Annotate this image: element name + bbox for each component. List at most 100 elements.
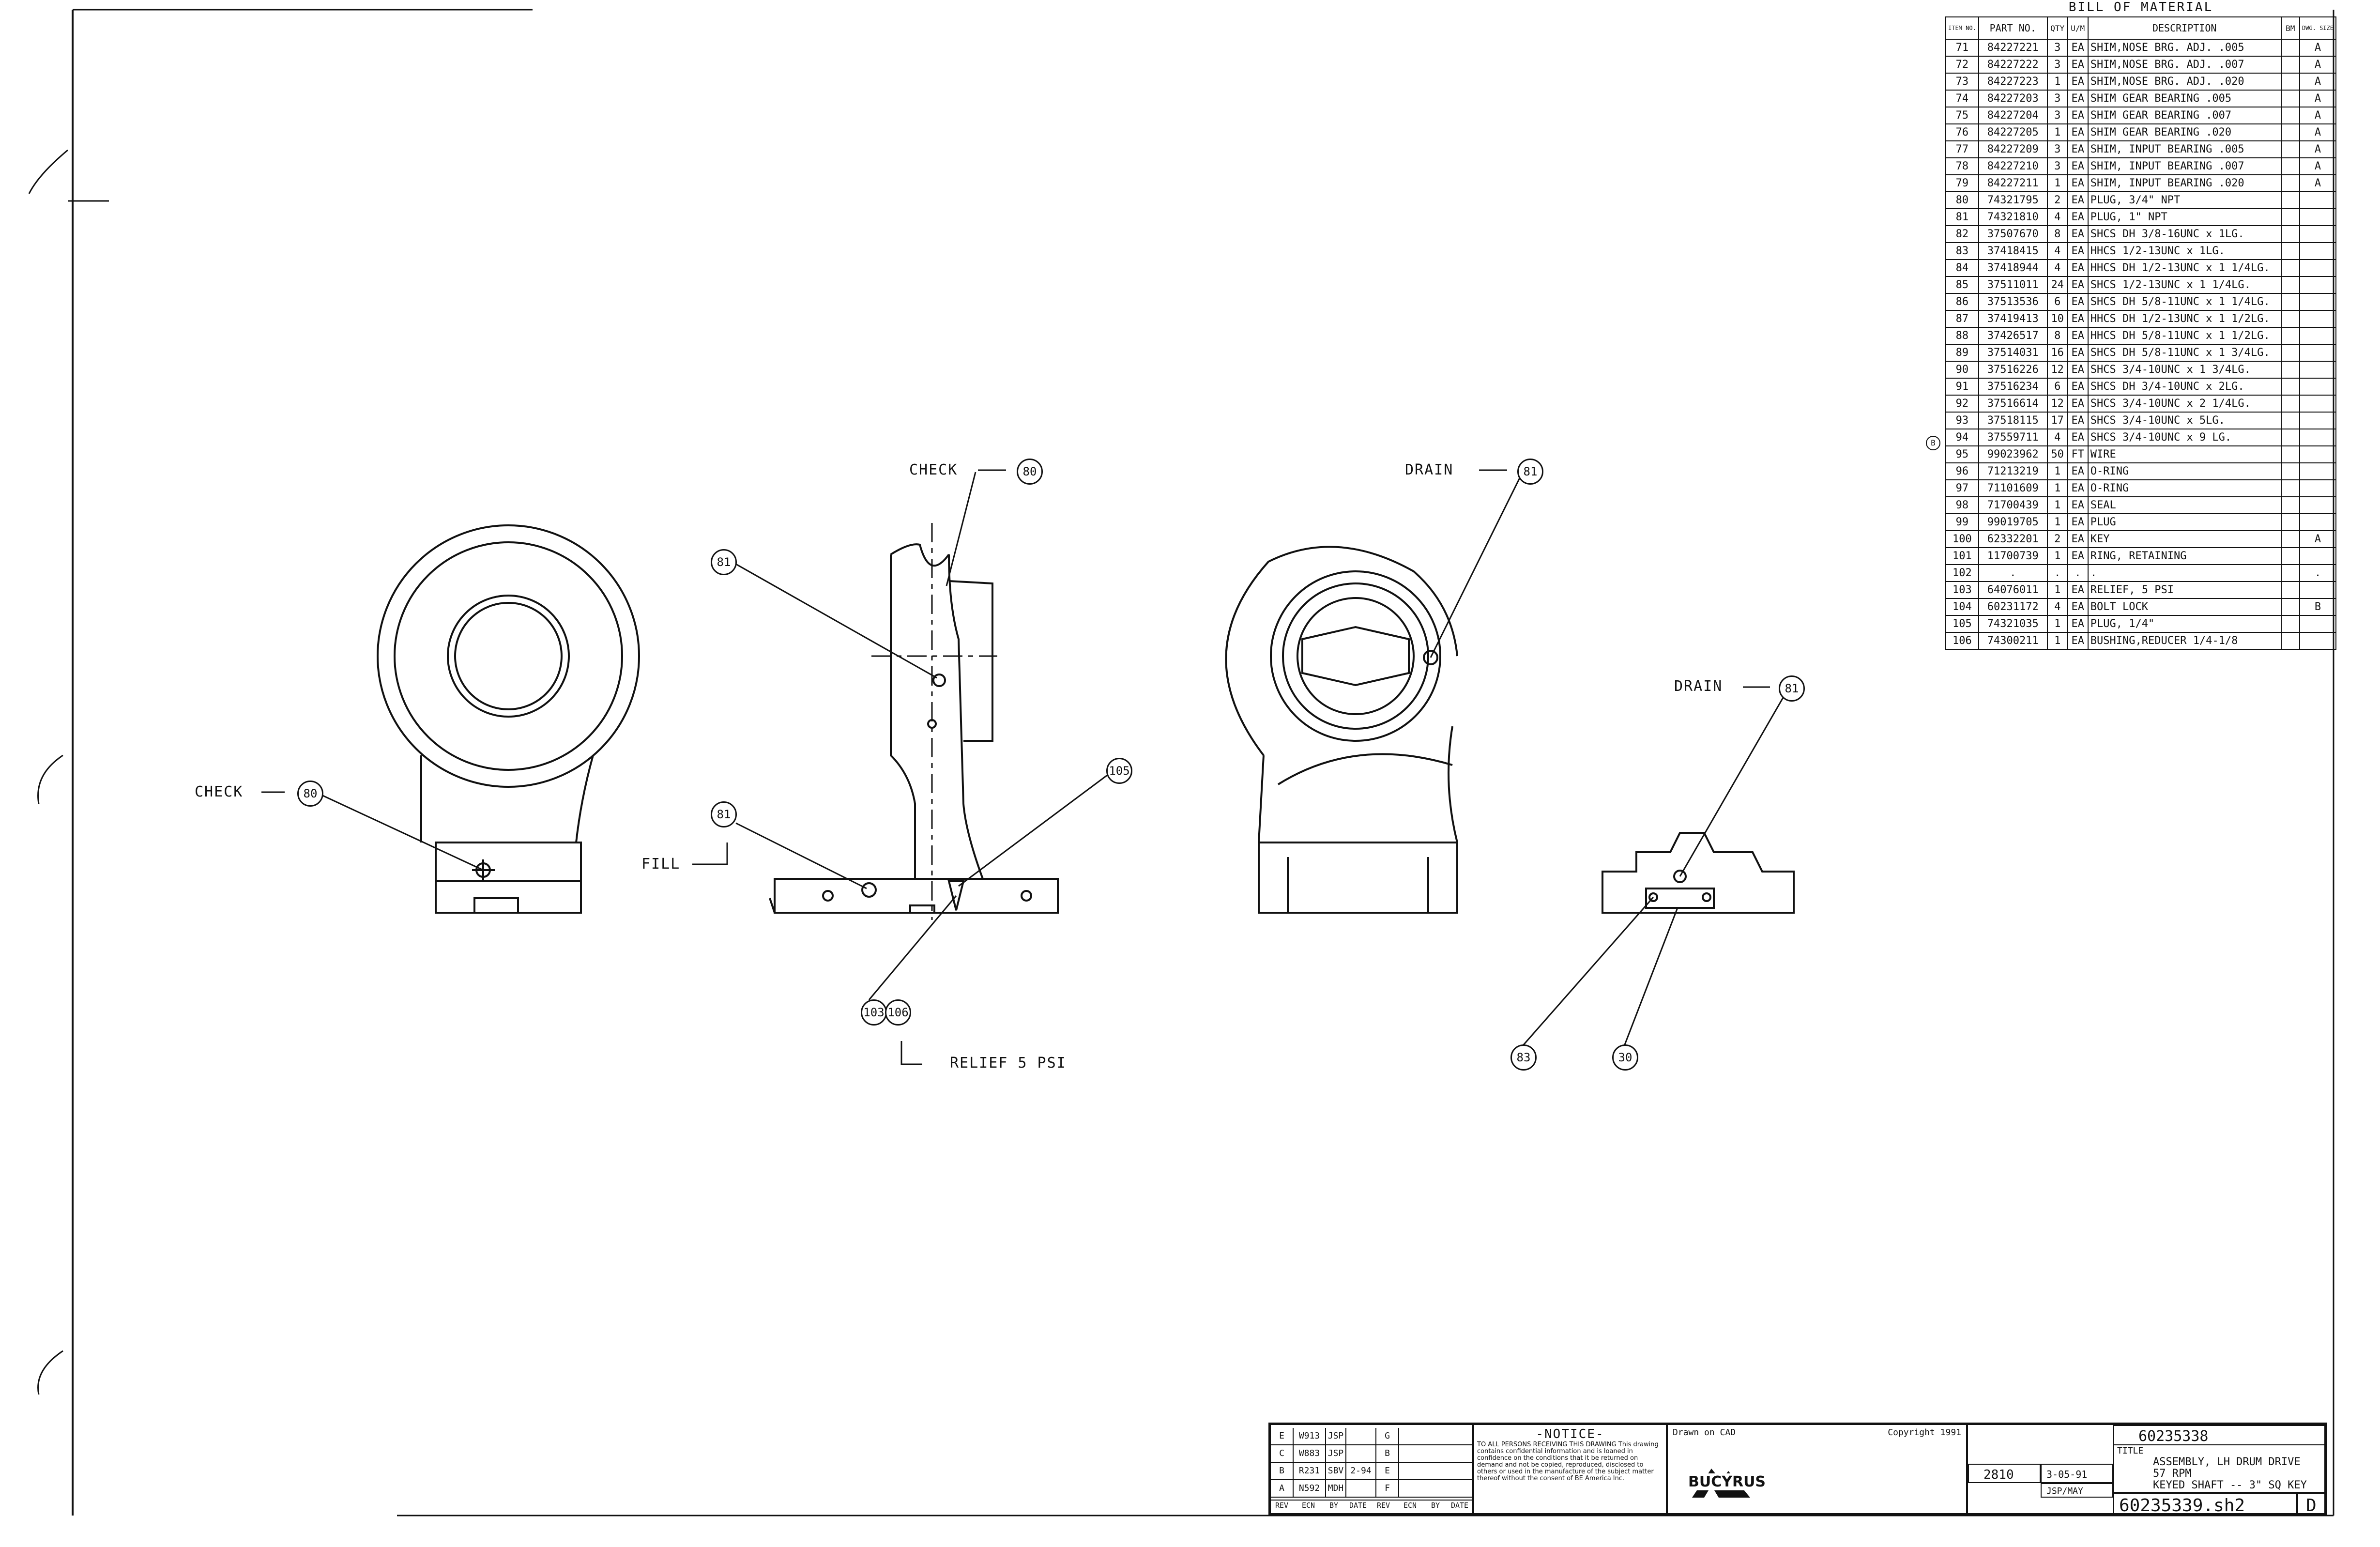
bom-size [2299, 208, 2337, 226]
bom-description: SHCS 1/2-13UNC x 1 1/4LG. [2087, 276, 2282, 294]
drawn-by: JSP/MAY [2046, 1486, 2083, 1496]
bill-of-material: BILL OF MATERIAL ITEM NO. PART NO. QTY U… [1945, 0, 2337, 650]
bom-um: EA [2067, 361, 2089, 379]
bom-description: SHCS DH 3/8-16UNC x 1LG. [2087, 225, 2282, 243]
bom-description: SHIM,NOSE BRG. ADJ. .007 [2087, 56, 2282, 74]
rev-h-by: BY [1329, 1501, 1339, 1510]
bom-description: SHIM GEAR BEARING .020 [2087, 123, 2282, 141]
bom-bm [2280, 107, 2300, 124]
bom-part-no: 11700739 [1978, 547, 2048, 565]
rev-ecn: W913 [1294, 1428, 1326, 1444]
rev-ecn: N592 [1294, 1480, 1326, 1497]
bom-item-no: 93 [1945, 412, 1979, 429]
bom-size [2299, 395, 2337, 413]
bom-part-no: 37516226 [1978, 361, 2048, 379]
rev-h-date2: DATE [1450, 1501, 1469, 1510]
bom-qty: 4 [2046, 208, 2068, 226]
bom-part-no: 74300211 [1978, 632, 2048, 650]
title-label: TITLE [2117, 1446, 2144, 1456]
bom-part-no: 84227211 [1978, 174, 2048, 192]
company-logo-text: BUCYRUS [1687, 1473, 1767, 1490]
bom-item-no: 85 [1945, 276, 1979, 294]
bom-part-no: 84227222 [1978, 56, 2048, 74]
ident-row: 60235338 [2113, 1425, 2324, 1445]
bom-item-no: 79 [1945, 174, 1979, 192]
bom-size: A [2299, 107, 2337, 124]
bom-qty: 8 [2046, 225, 2068, 243]
bom-size [2299, 344, 2337, 362]
bom-bm [2280, 242, 2300, 260]
rev-letter: C [1271, 1445, 1294, 1462]
rev-h-ecn: ECN [1301, 1501, 1315, 1510]
rev-letter-2: E [1376, 1463, 1399, 1479]
bom-item-no: 100 [1945, 530, 1979, 548]
bom-item-no: 78 [1945, 157, 1979, 175]
bom-size: A [2299, 123, 2337, 141]
balloon-81-front-fill: 81 [711, 801, 737, 827]
bom-qty: 1 [2046, 462, 2068, 480]
bom-item-no: 101 [1945, 547, 1979, 565]
bom-um: EA [2067, 598, 2089, 616]
bom-item-no: 89 [1945, 344, 1979, 362]
bom-part-no: 84227210 [1978, 157, 2048, 175]
bom-size [2299, 547, 2337, 565]
bom-qty: 12 [2046, 361, 2068, 379]
bom-qty: 2 [2046, 191, 2068, 209]
bom-um: EA [2067, 530, 2089, 548]
bom-part-no: 37516234 [1978, 378, 2048, 396]
rev-by: SBV [1326, 1463, 1346, 1479]
bom-bm [2280, 276, 2300, 294]
bom-item-no: 105 [1945, 615, 1979, 633]
bom-qty: 3 [2046, 56, 2068, 74]
rev-ecn: R231 [1294, 1463, 1326, 1479]
bom-size [2299, 293, 2337, 311]
bom-bm [2280, 395, 2300, 413]
bom-bm [2280, 513, 2300, 531]
bom-part-no: 37418944 [1978, 259, 2048, 277]
bom-item-no: 95 [1945, 445, 1979, 463]
rev-h-rev: REV [1275, 1501, 1289, 1510]
bom-item-no: 82 [1945, 225, 1979, 243]
bom-qty: 17 [2046, 412, 2068, 429]
bom-bm [2280, 564, 2300, 582]
bom-size [2299, 191, 2337, 209]
bom-description: SEAL [2087, 496, 2282, 514]
bom-um: . [2067, 564, 2089, 582]
bom-qty: 12 [2046, 395, 2068, 413]
bom-item-no: 97 [1945, 479, 1979, 497]
bom-size: A [2299, 39, 2337, 57]
bom-description: SHCS 3/4-10UNC x 2 1/4LG. [2087, 395, 2282, 413]
bom-qty: 4 [2046, 259, 2068, 277]
bom-size: . [2299, 564, 2337, 582]
bom-part-no: 62332201 [1978, 530, 2048, 548]
bom-part-no: . [1978, 564, 2048, 582]
bom-um: EA [2067, 39, 2089, 57]
bom-qty: 3 [2046, 90, 2068, 107]
bom-description: HHCS 1/2-13UNC x 1LG. [2087, 242, 2282, 260]
bom-title: BILL OF MATERIAL [2068, 0, 2213, 15]
bom-description: KEY [2087, 530, 2282, 548]
bom-description: WIRE [2087, 445, 2282, 463]
view-front-section [769, 523, 1059, 920]
bom-qty: 6 [2046, 293, 2068, 311]
bom-part-no: 64076011 [1978, 581, 2048, 599]
bom-bm [2280, 429, 2300, 446]
bom-part-no: 37507670 [1978, 225, 2048, 243]
bom-description: SHCS DH 3/4-10UNC x 2LG. [2087, 378, 2282, 396]
bom-item-no: 77 [1945, 140, 1979, 158]
title-area: TITLE ASSEMBLY, LH DRUM DRIVE 57 RPM KEY… [2113, 1444, 2324, 1493]
bom-item-no: 91 [1945, 378, 1979, 396]
bom-size [2299, 445, 2337, 463]
rev-date: 2-94 [1346, 1463, 1376, 1479]
bom-size [2299, 615, 2337, 633]
bom-part-no: 37426517 [1978, 327, 2048, 345]
